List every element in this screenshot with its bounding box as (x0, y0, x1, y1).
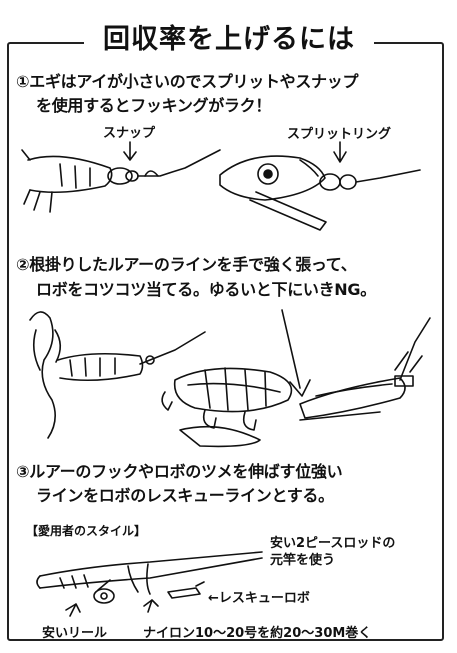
reel-label: 安いリール (42, 626, 108, 641)
section1-line2: を使用するとフッキングがラク！ (36, 96, 272, 115)
section3-line2: ラインをロボのレスキューラインとする。 (36, 486, 334, 505)
rod-setup-illustration (36, 551, 263, 617)
section1-line1: ①エギはアイが小さいのでスプリットやスナップ (16, 72, 359, 91)
rod-note-line2: 元竿を使う (270, 553, 336, 568)
page-title: 回収率を上げるには (84, 18, 374, 62)
rod-note-line1: 安い2ピースロッドの (270, 536, 396, 551)
section2-line2: ロボをコツコツ当てる。ゆるいと下にいきNG。 (36, 280, 376, 299)
minnow-lure-illustration (161, 367, 293, 448)
robo-illustration (281, 309, 431, 421)
label-split-ring: スプリットリング (287, 127, 392, 142)
snagged-lure-illustration (29, 311, 206, 439)
section3-line1: ③ルアーのフックやロボのツメを伸ばす位強い (16, 462, 343, 481)
split-ring-illustration (219, 141, 421, 231)
rescue-robo-label: ←レスキューロボ (208, 591, 310, 606)
section2-line1: ②根掛りしたルアーのラインを手で強く張って、 (16, 255, 357, 274)
egi-snap-illustration (21, 141, 221, 213)
style-heading: 【愛用者のスタイル】 (26, 524, 147, 538)
label-snap: スナップ (103, 126, 156, 141)
line-spec-label: ナイロン10〜20号を約20〜30M巻く (143, 626, 372, 641)
